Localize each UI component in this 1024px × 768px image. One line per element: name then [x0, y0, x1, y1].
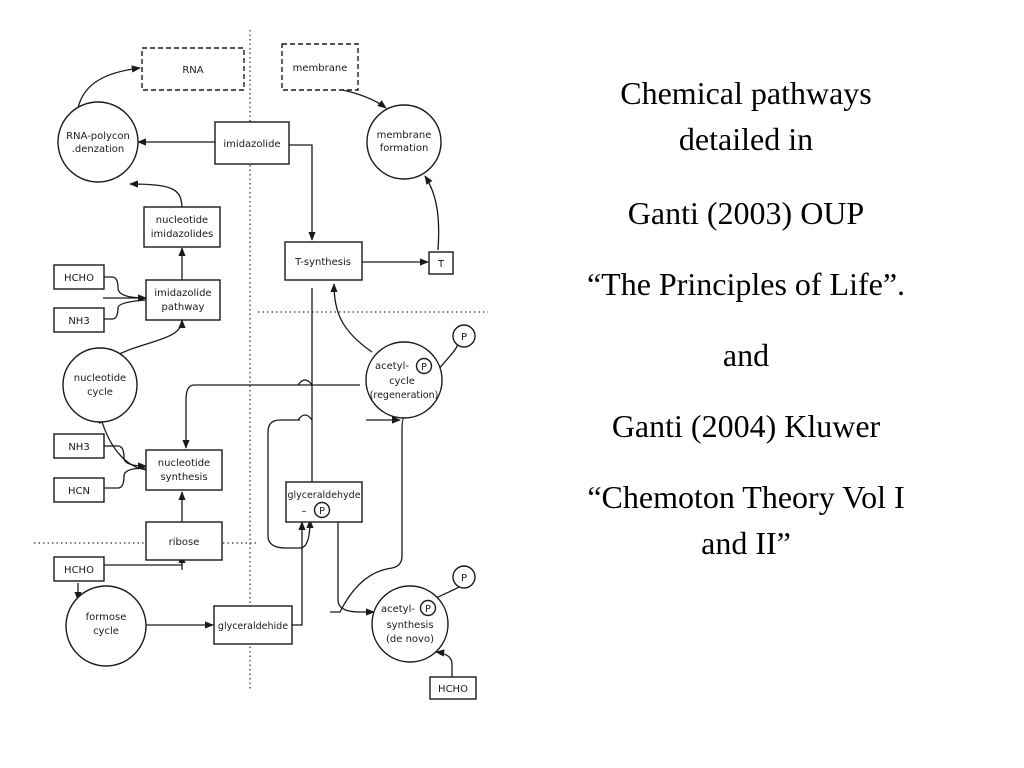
svg-text:nucleotide: nucleotide	[74, 373, 126, 384]
hcn-input: HCN	[53, 477, 105, 503]
caption-line-4: “The Principles of Life”.	[586, 266, 906, 302]
svg-text:synthesis: synthesis	[160, 472, 207, 483]
t-synthesis-node: T-synthesis	[284, 241, 363, 281]
ribose-node: ribose	[145, 521, 223, 561]
svg-text:pathway: pathway	[162, 302, 205, 313]
svg-text:P: P	[425, 604, 431, 615]
imidazolide-node: imidazolide	[214, 121, 290, 165]
svg-text:cycle: cycle	[389, 376, 415, 387]
svg-text:(regeneration): (regeneration)	[370, 390, 439, 401]
phosphate-output-1: P	[452, 324, 476, 348]
imidazolide-pathway-node: imidazolide pathway	[145, 279, 221, 321]
svg-text:P: P	[421, 362, 427, 373]
svg-text:synthesis: synthesis	[386, 620, 433, 631]
caption-line-1: Chemical pathways	[620, 75, 872, 111]
membrane-label: membrane	[293, 63, 348, 74]
rna-polycondenzation-cycle: RNA-polycon .denzation	[57, 101, 139, 183]
svg-text:NH3: NH3	[68, 316, 89, 327]
phosphate-output-2: P	[452, 565, 476, 589]
svg-text:formose: formose	[86, 612, 127, 623]
svg-text:glyceraldehide: glyceraldehide	[218, 621, 288, 632]
svg-text:HCHO: HCHO	[64, 565, 94, 576]
svg-text:.denzation: .denzation	[72, 144, 125, 155]
svg-text:–: –	[302, 506, 307, 517]
svg-text:RNA-polycon: RNA-polycon	[66, 131, 130, 142]
svg-text:HCHO: HCHO	[64, 273, 94, 284]
hcho-input-1: HCHO	[53, 264, 105, 290]
svg-text:ribose: ribose	[169, 537, 200, 548]
svg-text:imidazolide: imidazolide	[223, 139, 280, 150]
nh3-input-2: NH3	[53, 433, 105, 459]
nucleotide-imidazolides-node: nucleotide imidazolides	[143, 206, 221, 248]
t-node: T	[428, 251, 454, 275]
caption-line-6: Ganti (2004) Kluwer	[611, 408, 881, 444]
svg-text:cycle: cycle	[93, 626, 119, 637]
svg-text:NH3: NH3	[68, 442, 89, 453]
nucleotide-cycle: nucleotide cycle	[62, 347, 138, 423]
hcho-input-3: HCHO	[429, 676, 477, 700]
svg-text:(de novo): (de novo)	[386, 634, 434, 645]
acetyl-synthesis-de-novo: acetyl- P synthesis (de novo)	[371, 585, 449, 663]
caption-line-2: detailed in	[678, 121, 814, 157]
chemoton-pathway-diagram: RNA membrane RNA-polycon .denzation imid…	[34, 30, 488, 700]
rna-node: RNA	[141, 47, 245, 91]
svg-text:P: P	[461, 332, 467, 343]
nucleotide-synthesis-node: nucleotide synthesis	[145, 449, 223, 491]
svg-text:HCHO: HCHO	[438, 684, 468, 695]
svg-text:formation: formation	[380, 143, 429, 154]
region-dividers	[34, 30, 488, 690]
svg-text:T-synthesis: T-synthesis	[294, 257, 351, 268]
caption-line-7: “Chemoton Theory Vol I	[587, 479, 905, 515]
svg-text:nucleotide: nucleotide	[158, 458, 210, 469]
svg-text:membrane: membrane	[377, 130, 432, 141]
glyceraldehide-node: glyceraldehide	[213, 605, 293, 645]
svg-text:imidazolide: imidazolide	[154, 288, 211, 299]
membrane-formation-cycle: membrane formation	[366, 104, 442, 180]
svg-text:glyceraldehyde: glyceraldehyde	[287, 490, 360, 501]
membrane-node: membrane	[281, 43, 359, 91]
svg-text:P: P	[319, 506, 325, 517]
caption-line-3: Ganti (2003) OUP	[627, 195, 865, 231]
caption-line-5: and	[722, 337, 770, 373]
svg-text:acetyl-: acetyl-	[375, 361, 409, 372]
hcho-input-2: HCHO	[53, 556, 105, 582]
nh3-input-1: NH3	[53, 307, 105, 333]
svg-text:HCN: HCN	[68, 486, 90, 497]
svg-text:acetyl-: acetyl-	[381, 604, 415, 615]
rna-label: RNA	[182, 65, 203, 76]
svg-text:P: P	[461, 573, 467, 584]
pathway-arrows	[74, 65, 463, 678]
caption-line-8: and II”	[701, 525, 791, 561]
svg-text:cycle: cycle	[87, 387, 113, 398]
svg-text:T: T	[437, 259, 445, 270]
glyceraldehyde-phosphate-node: glyceraldehyde – P	[285, 481, 363, 523]
svg-text:nucleotide: nucleotide	[156, 215, 208, 226]
formose-cycle: formose cycle	[65, 585, 147, 667]
svg-text:imidazolides: imidazolides	[151, 229, 213, 240]
acetyl-cycle-regeneration: acetyl- P cycle (regeneration)	[365, 341, 443, 419]
